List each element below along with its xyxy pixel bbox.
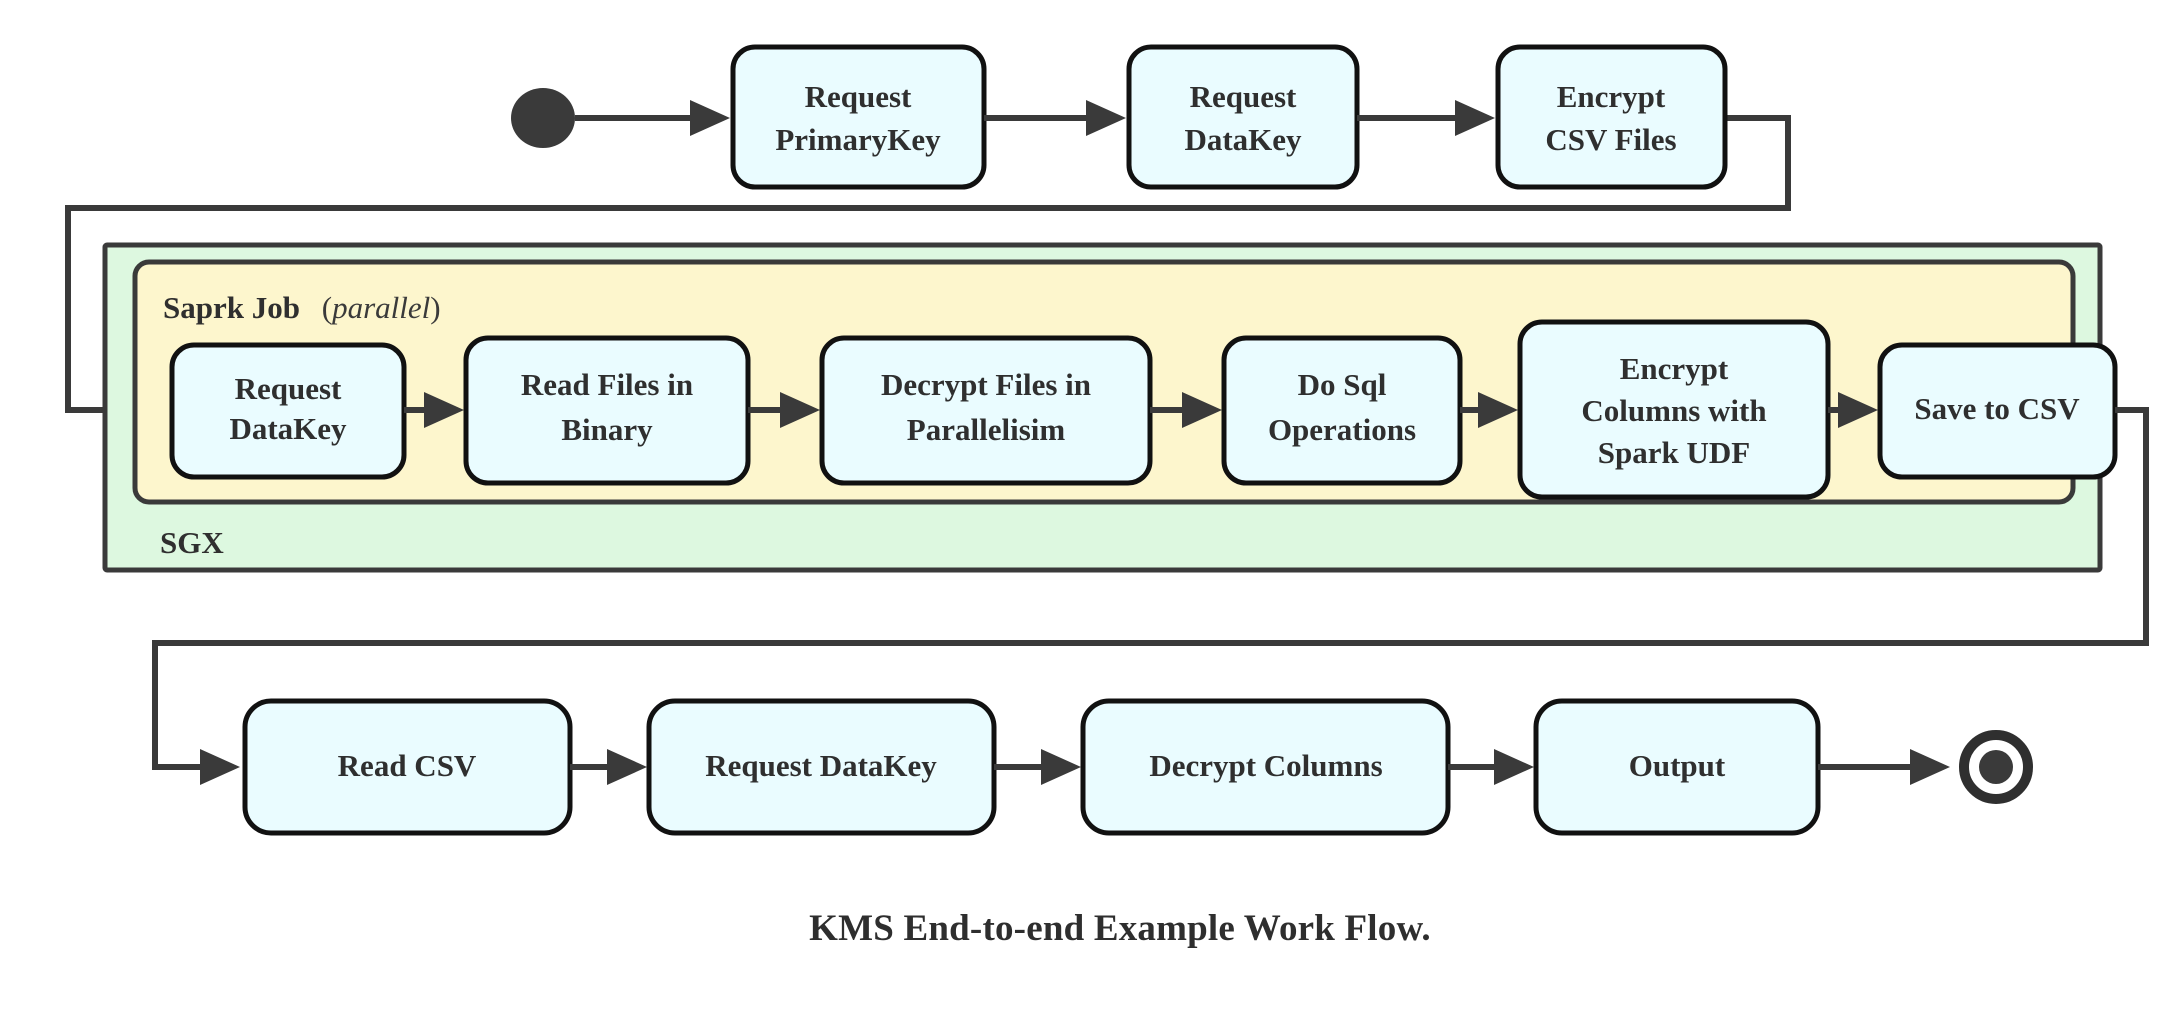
node-encrypt-columns-with-spark-udf-line3: Spark UDF: [1598, 435, 1750, 470]
node-request-datakey-bottom-line1: Request DataKey: [705, 748, 937, 783]
arrowhead-into-request-primarykey: [690, 100, 730, 136]
node-encrypt-csv-files-line1: Encrypt: [1557, 79, 1666, 114]
spark-job-label-open-paren: (: [322, 290, 332, 325]
node-save-to-csv-line1: Save to CSV: [1914, 391, 2080, 426]
node-read-files-in-binary-line2: Binary: [561, 412, 653, 447]
arrowhead-into-output: [1494, 749, 1534, 785]
arrowhead-into-decrypt-columns: [1041, 749, 1081, 785]
start-node-filled-circle: [511, 88, 575, 148]
node-request-primarykey-line2: PrimaryKey: [775, 122, 941, 157]
node-request-datakey-top-line2: DataKey: [1184, 122, 1302, 157]
node-decrypt-files-in-parallelisim-line1: Decrypt Files in: [881, 367, 1091, 402]
sgx-label: SGX: [160, 525, 224, 560]
connector-encrypt-csv-to-spark: [65, 115, 1791, 413]
arrowhead-into-read-files-in-binary: [424, 392, 464, 428]
spark-job-label: Saprk Job (parallel): [163, 290, 441, 325]
node-read-files-in-binary: [463, 335, 751, 486]
connector-save-csv-to-read-csv: [152, 407, 2149, 770]
arrowhead-into-encrypt-csv-files: [1455, 100, 1495, 136]
node-request-primarykey-line1: Request: [805, 79, 912, 114]
node-encrypt-columns-with-spark-udf-line2: Columns with: [1581, 393, 1766, 428]
arrowhead-into-end-node: [1910, 749, 1950, 785]
node-encrypt-columns-with-spark-udf-line1: Encrypt: [1620, 351, 1729, 386]
node-decrypt-files-in-parallelisim: [819, 335, 1153, 486]
node-decrypt-columns-line1: Decrypt Columns: [1149, 748, 1382, 783]
node-encrypt-csv-files-line2: CSV Files: [1545, 122, 1676, 157]
arrowhead-into-do-sql-operations: [1182, 392, 1222, 428]
node-output-line1: Output: [1629, 748, 1726, 783]
arrowhead-into-request-datakey-top: [1086, 100, 1126, 136]
node-encrypt-csv-files: [1495, 44, 1728, 190]
node-do-sql-operations-line2: Operations: [1268, 412, 1416, 447]
node-decrypt-files-in-parallelisim-line2: Parallelisim: [907, 412, 1066, 447]
node-do-sql-operations: [1221, 335, 1463, 486]
spark-job-label-main: Saprk Job: [163, 290, 300, 325]
arrowhead-into-save-to-csv: [1838, 392, 1878, 428]
node-request-primarykey: [730, 44, 987, 190]
node-request-datakey-top-line1: Request: [1190, 79, 1297, 114]
node-request-datakey-top: [1126, 44, 1360, 190]
arrowhead-into-encrypt-columns-with-spark-udf: [1478, 392, 1518, 428]
arrowhead-into-request-datakey-bottom: [607, 749, 647, 785]
diagram-caption: KMS End-to-end Example Work Flow.: [809, 908, 1431, 949]
spark-job-label-parallel: parallel: [330, 290, 430, 325]
arrowhead-into-read-csv: [200, 749, 240, 785]
node-read-csv-line1: Read CSV: [338, 748, 477, 783]
spark-job-label-close-paren: ): [430, 290, 440, 325]
node-request-datakey-spark-line1: Request: [235, 371, 342, 406]
node-read-files-in-binary-line1: Read Files in: [521, 367, 693, 402]
node-do-sql-operations-line1: Do Sql: [1298, 367, 1387, 402]
end-node-inner-dot: [1979, 750, 2013, 784]
node-request-datakey-spark-line2: DataKey: [229, 411, 347, 446]
arrowhead-into-decrypt-files-in-parallelisim: [780, 392, 820, 428]
